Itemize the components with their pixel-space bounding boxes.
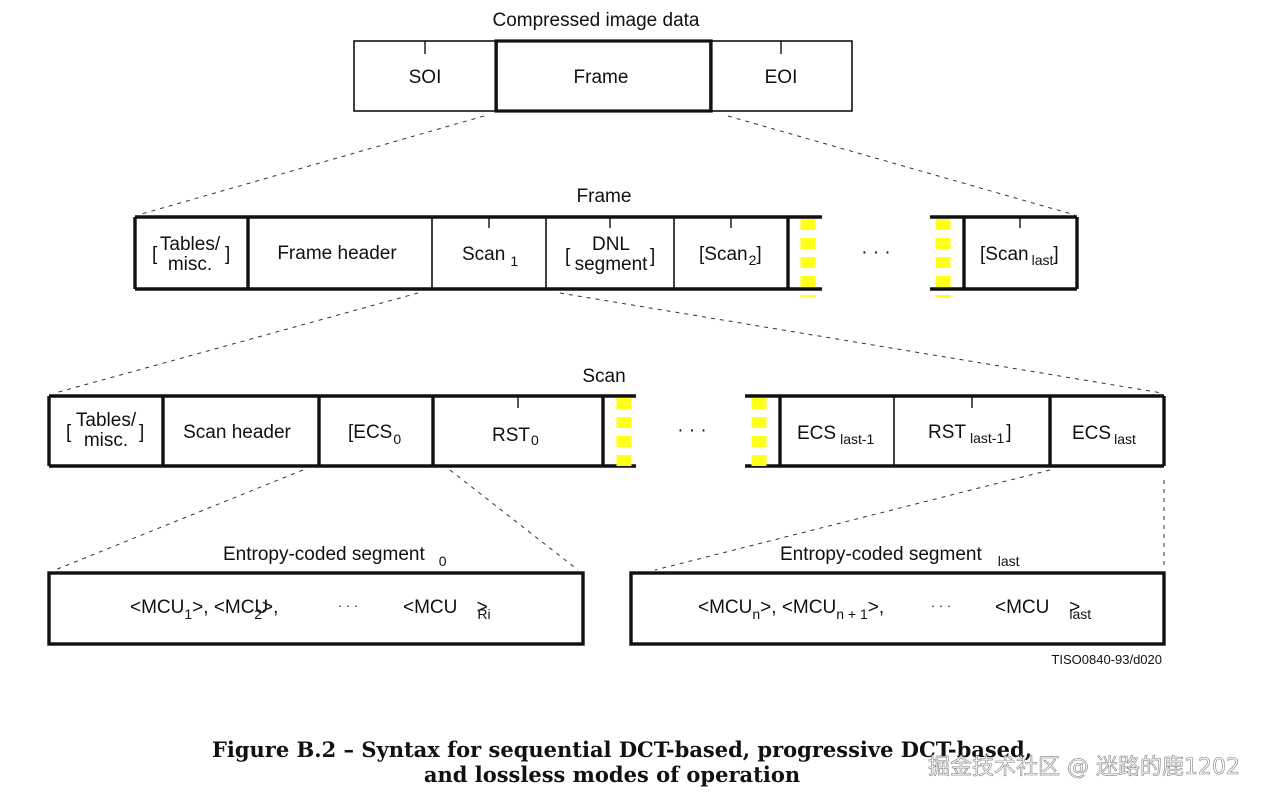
expansion-lines-ecs xyxy=(54,469,1165,571)
scan-structure: [ Tables/ misc. ] Scan header [ECS0 RST0… xyxy=(47,394,1166,474)
expansion-lines-scan xyxy=(54,292,1163,394)
frame-header-label: Frame header xyxy=(277,243,397,264)
tables-bracket-close: ] xyxy=(225,244,230,265)
scan2-label: [Scan2] xyxy=(699,244,762,268)
dnl-bracket-open: [ xyxy=(565,246,571,267)
ecs0-dots: · · · xyxy=(338,598,358,613)
tables-label-line2: misc. xyxy=(168,254,212,275)
figure-caption-line1: Figure B.2 – Syntax for sequential DCT-b… xyxy=(212,737,1032,762)
ecs0-box xyxy=(47,571,585,646)
scan-tables-bracket-open: [ xyxy=(66,422,72,443)
ecs-last-mcu-list: <MCUn>, <MCUn + 1>, xyxy=(698,597,884,622)
frame-label: Frame xyxy=(574,67,629,88)
expansion-lines-frame xyxy=(137,115,1076,216)
ecs-last-dots: · · · xyxy=(931,598,951,613)
frame-ellipsis: · · · xyxy=(861,242,891,263)
compressed-image-data-title: Compressed image data xyxy=(493,10,700,31)
scan-title: Scan xyxy=(582,366,625,387)
scan-tables-line1: Tables/ xyxy=(76,410,137,431)
scan-ellipsis: · · · xyxy=(677,420,707,441)
ecs0-mcu-list: <MCU1>, <MCU2>, xyxy=(130,597,278,622)
figure-caption-line2: and lossless modes of operation xyxy=(424,762,800,787)
tables-label-line1: Tables/ xyxy=(160,234,221,255)
watermark: 掘金技术社区 @ 迷路的鹿1202 xyxy=(928,755,1240,780)
tables-bracket-open: [ xyxy=(152,244,158,265)
frame-box xyxy=(494,39,713,113)
dnl-label-line1: DNL xyxy=(592,234,630,255)
frame-title: Frame xyxy=(577,186,632,207)
scan-tables-bracket-close: ] xyxy=(139,422,144,443)
ecs-last-box xyxy=(629,571,1166,646)
soi-label: SOI xyxy=(409,67,442,88)
dnl-bracket-close: ] xyxy=(650,246,655,267)
rst0-label: RST0 xyxy=(492,425,539,448)
ecs0-label: [ECS0 xyxy=(348,422,401,447)
eoi-label: EOI xyxy=(765,67,798,88)
compressed-image-data-box: SOI Frame EOI xyxy=(353,39,853,113)
dnl-label-line2: segment xyxy=(575,254,649,275)
scan-tables-line2: misc. xyxy=(84,430,128,451)
figure-id: TISO0840-93/d020 xyxy=(1051,652,1162,667)
scan-header-label: Scan header xyxy=(183,422,291,443)
